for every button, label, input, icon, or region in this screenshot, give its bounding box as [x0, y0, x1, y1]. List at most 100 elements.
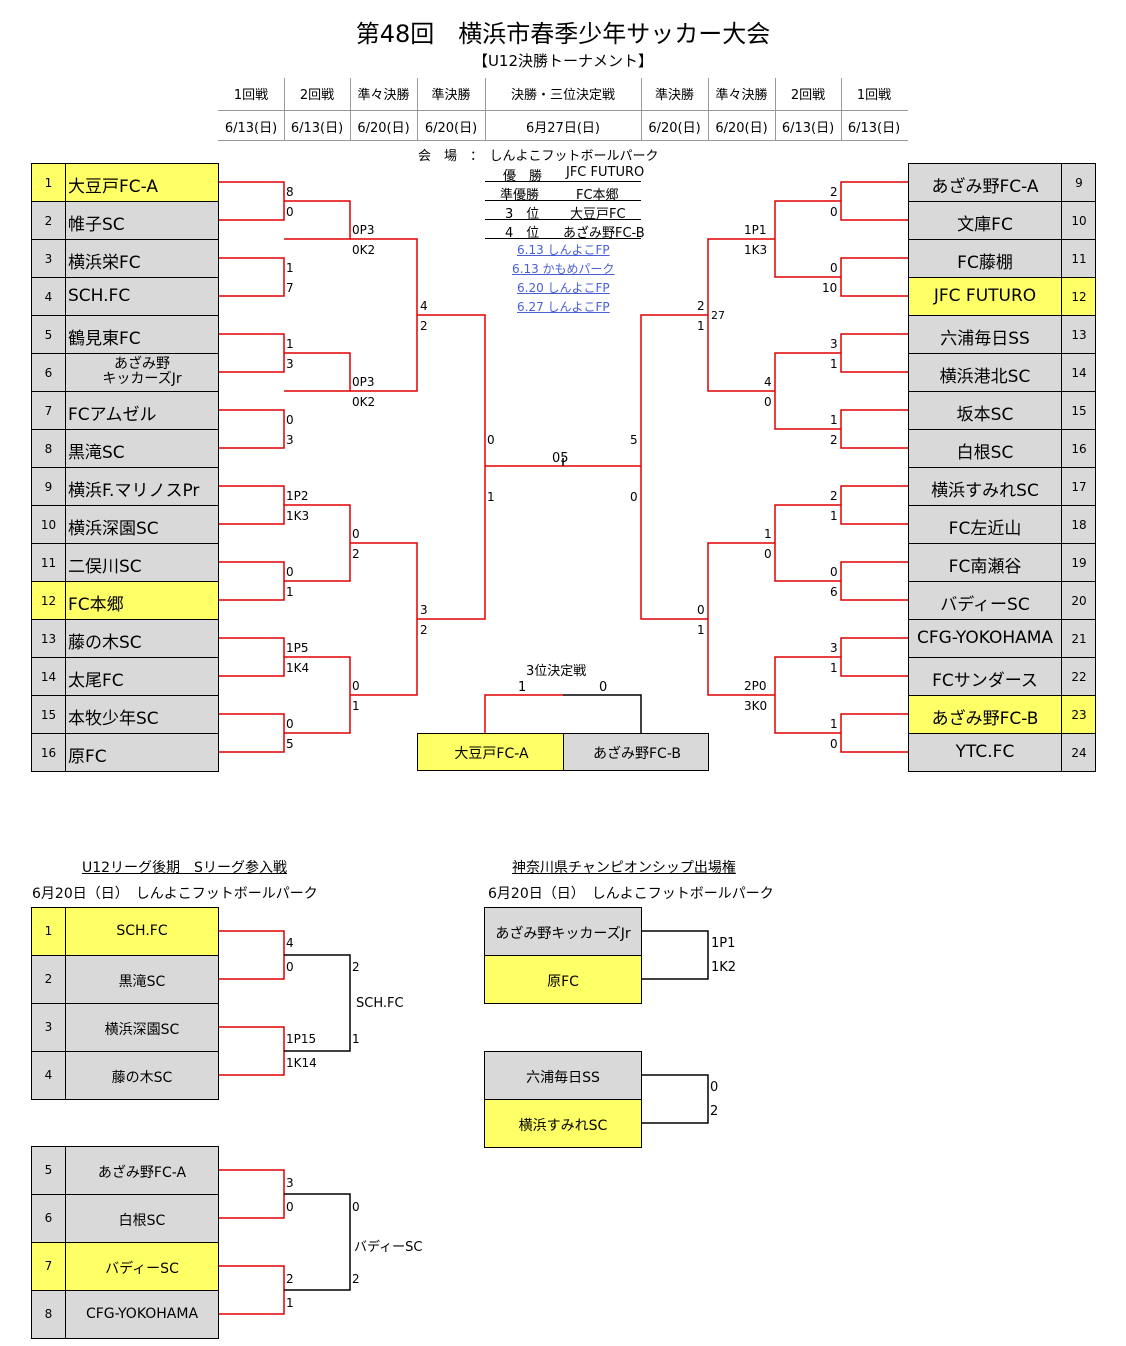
bracket-line — [840, 257, 908, 297]
team-name: FC南瀬谷 — [948, 557, 1022, 577]
team-box[interactable]: 白根SC 16 — [908, 429, 1096, 468]
team-name: FCサンダース — [932, 671, 1038, 691]
team-number-cell: 1 — [32, 908, 66, 955]
round-date: 6/13(日) — [290, 121, 344, 136]
team-name: CFG-YOKOHAMA — [916, 628, 1054, 648]
team-name: 横浜F.マリノスPr — [68, 481, 200, 501]
team-box[interactable]: 4 SCH.FC — [31, 277, 219, 316]
bracket-line — [218, 1026, 285, 1076]
score: 0 — [286, 565, 294, 579]
venue-link[interactable]: 6.13 しんよこFP — [517, 243, 610, 257]
team-number: 11 — [40, 556, 57, 570]
team-name: FC本郷 — [68, 595, 124, 615]
team-name: 横浜栄FC — [68, 253, 141, 273]
team-number: 4 — [44, 290, 53, 304]
venue-link[interactable]: 6.20 しんよこFP — [517, 281, 610, 295]
score: 7 — [286, 281, 294, 295]
team-name: 黒滝SC — [118, 974, 166, 990]
bracket-line — [218, 1169, 285, 1219]
venue-link[interactable]: 6.13 かもめパーク — [512, 262, 615, 276]
team-box[interactable]: CFG-YOKOHAMA 21 — [908, 619, 1096, 658]
bracket-line — [417, 466, 486, 620]
venue-link[interactable]: 6.27 しんよこFP — [517, 300, 610, 314]
venue: 会 場 ： しんよこフットボールパーク — [418, 149, 659, 164]
round-label: 2回戦 — [790, 88, 826, 103]
team-box[interactable]: 横浜すみれSC — [484, 1099, 642, 1148]
team-name: 白根SC — [118, 1213, 166, 1229]
team-number: 12 — [1071, 290, 1087, 304]
team-name: 六浦毎日SS — [940, 329, 1030, 349]
team-box[interactable]: 六浦毎日SS — [484, 1051, 642, 1100]
third-place-team[interactable]: あざみ野FC-B — [563, 733, 709, 771]
team-number: 24 — [1071, 746, 1087, 760]
bracket-line — [218, 561, 285, 601]
score: 4 — [764, 375, 772, 389]
bracket-line — [218, 1265, 285, 1315]
header-divider — [284, 78, 285, 140]
bracket-line — [218, 181, 285, 221]
team-number: 14 — [40, 670, 57, 684]
header-divider — [218, 140, 908, 141]
team-name: 白根SC — [956, 443, 1014, 463]
score: 6 — [830, 585, 838, 599]
team-number: 21 — [1071, 632, 1087, 646]
team-number: 7 — [44, 1259, 53, 1273]
score: 0 — [710, 1080, 719, 1095]
round-label: 2回戦 — [299, 88, 335, 103]
score: 0 — [599, 680, 608, 695]
team-box[interactable]: 原FC — [484, 955, 642, 1004]
score: 0 — [830, 261, 838, 275]
team-number-cell: 6 — [32, 354, 66, 391]
team-name: SCH.FC — [68, 286, 131, 306]
round-label: 1回戦 — [233, 88, 269, 103]
team-number: 20 — [1071, 594, 1087, 608]
team-number: 18 — [1071, 518, 1087, 532]
team-box[interactable]: あざみ野キッカーズJr — [484, 907, 642, 956]
score: 0 — [697, 603, 705, 617]
team-number: 16 — [1071, 442, 1087, 456]
team-name: 横浜深園SC — [104, 1022, 180, 1038]
team-number: 8 — [44, 442, 53, 456]
score: 1 — [830, 357, 838, 371]
score: 2 — [710, 1104, 719, 1119]
third-place-team[interactable]: 大豆戸FC-A — [417, 733, 564, 771]
score: 5 — [286, 737, 294, 751]
